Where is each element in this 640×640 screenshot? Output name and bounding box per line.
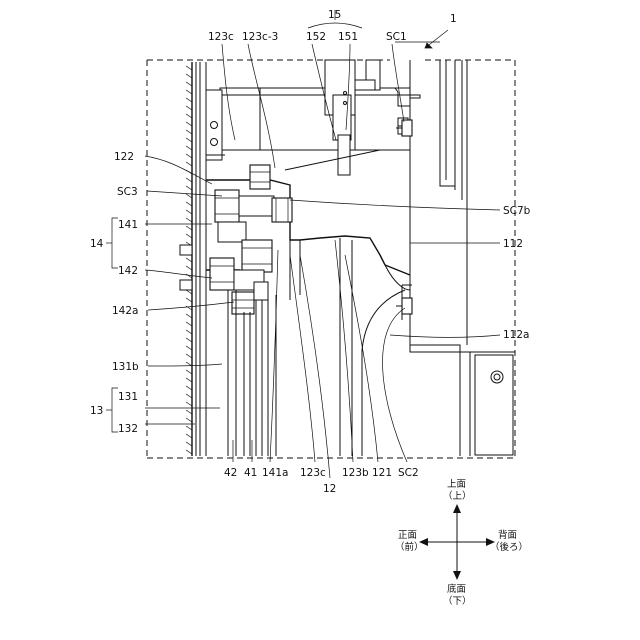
hatch-mark	[186, 330, 192, 334]
hatch-mark	[186, 266, 192, 270]
label-112: 112	[503, 238, 523, 250]
hatch-mark	[186, 114, 192, 118]
vertical-rods	[228, 290, 276, 456]
compass-down-label: 底面	[447, 583, 466, 595]
compass-back-label: 背面	[498, 529, 517, 541]
hatch-mark	[186, 354, 192, 358]
hatch-mark	[186, 194, 192, 198]
label-SC1: SC1	[386, 31, 407, 43]
compass-up-sub: （上）	[443, 490, 472, 502]
label-112a: 112a	[503, 329, 529, 341]
compass-front-sub: （前）	[395, 541, 424, 553]
label-123c-top: 123c	[208, 31, 234, 43]
hatch-mark	[186, 82, 192, 86]
upper-actuator-15	[220, 60, 410, 175]
hatch-mark	[186, 418, 192, 422]
hatch-mark	[186, 298, 192, 302]
label-131: 131	[118, 391, 138, 403]
label-SC7b: SC7b	[503, 205, 531, 217]
callout-labels: 1 15 123c 123c-3 152 151 SC1 122 SC3 SC7…	[90, 9, 531, 495]
label-123c-bot: 123c	[300, 467, 326, 479]
hatch-mark	[186, 386, 192, 390]
hatch-mark	[186, 434, 192, 438]
arrow-up-icon	[453, 504, 461, 513]
label-122: 122	[114, 151, 134, 163]
hatch-mark	[186, 450, 192, 454]
right-body-112	[410, 60, 515, 456]
hatch-mark	[186, 346, 192, 350]
label-132: 132	[118, 423, 138, 435]
hatch-mark	[186, 442, 192, 446]
hatch-mark	[186, 370, 192, 374]
hatch-mark	[186, 274, 192, 278]
compass-front-label: 正面	[398, 530, 417, 541]
label-14: 14	[90, 238, 104, 250]
hatch-mark	[186, 74, 192, 78]
label-123b: 123b	[342, 467, 369, 479]
hatch-mark	[186, 218, 192, 222]
label-121: 121	[372, 467, 392, 479]
leader-lines	[106, 10, 500, 478]
left-wall-panel	[186, 62, 206, 456]
hatch-mark	[186, 66, 192, 70]
hatch-mark	[186, 394, 192, 398]
label-141a: 141a	[262, 467, 288, 479]
compass-up-label: 上面	[447, 479, 466, 490]
compass-down-sub: （下）	[443, 595, 472, 607]
label-15: 15	[328, 9, 341, 21]
hatch-mark	[186, 202, 192, 206]
hatch-mark	[186, 234, 192, 238]
hatch-mark	[186, 146, 192, 150]
hatch-mark	[186, 138, 192, 142]
hatch-mark	[186, 98, 192, 102]
hatch-mark	[186, 410, 192, 414]
hatch-mark	[186, 210, 192, 214]
hatch-mark	[186, 258, 192, 262]
hatch-mark	[186, 130, 192, 134]
hatch-mark	[186, 90, 192, 94]
hatch-mark	[186, 122, 192, 126]
hatch-mark	[186, 162, 192, 166]
label-141: 141	[118, 219, 138, 231]
hatch-mark	[186, 106, 192, 110]
label-12: 12	[323, 483, 336, 495]
hatch-mark	[186, 322, 192, 326]
left-bracket	[206, 90, 225, 160]
hatch-mark	[186, 314, 192, 318]
arrow-down-icon	[453, 571, 461, 580]
orientation-compass: 上面 （上） 正面 （前） 背面 （後ろ） 底面 （下）	[395, 479, 528, 607]
hatch-mark	[186, 378, 192, 382]
compass-back-sub: （後ろ）	[490, 541, 528, 553]
hatch-mark	[186, 290, 192, 294]
hatch-mark	[186, 154, 192, 158]
label-142: 142	[118, 265, 138, 277]
label-142a: 142a	[112, 305, 138, 317]
label-SC3: SC3	[117, 186, 138, 198]
hatch-mark	[186, 426, 192, 430]
label-123c-3: 123c-3	[242, 31, 278, 43]
label-152: 152	[306, 31, 326, 43]
hatch-mark	[186, 226, 192, 230]
hatch-mark	[186, 402, 192, 406]
label-13: 13	[90, 405, 103, 417]
label-151: 151	[338, 31, 358, 43]
hatch-mark	[186, 178, 192, 182]
label-1: 1	[450, 13, 457, 25]
label-42: 42	[224, 467, 237, 479]
hatch-mark	[186, 186, 192, 190]
label-131b: 131b	[112, 361, 139, 373]
hatch-mark	[186, 338, 192, 342]
label-41: 41	[244, 467, 257, 479]
wall-hatching	[186, 66, 192, 454]
label-SC2: SC2	[398, 467, 419, 479]
